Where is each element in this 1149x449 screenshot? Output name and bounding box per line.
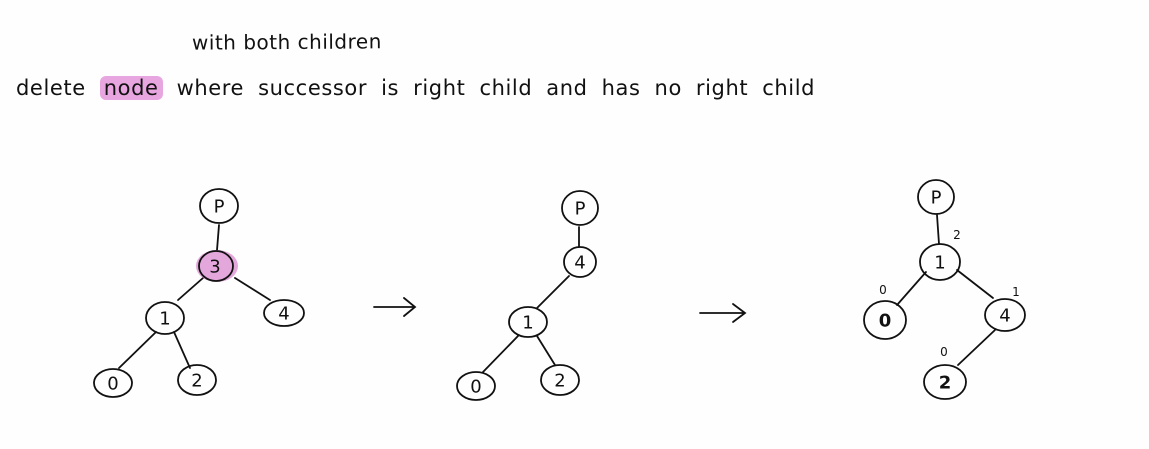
edge-1-4	[956, 269, 994, 299]
word-child: child	[479, 76, 533, 100]
height-label-2: 0	[940, 345, 948, 359]
label-t1-4: 4	[278, 304, 289, 325]
word-delete: delete	[16, 76, 86, 100]
arrow-2	[699, 303, 747, 323]
edge-p-3	[216, 224, 220, 251]
node-2	[923, 364, 967, 400]
word-is: is	[381, 76, 400, 100]
label-t1-1: 1	[159, 309, 170, 330]
node-2	[540, 364, 580, 396]
label-t2-2: 2	[554, 371, 565, 392]
label-t1-p: P	[214, 197, 225, 218]
word-no: no	[654, 76, 682, 100]
label-t2-4: 4	[574, 253, 585, 274]
tree-after-rebalance	[863, 179, 1026, 400]
node-3-highlight	[196, 250, 238, 282]
edge-1-2	[173, 331, 191, 369]
label-t2-0: 0	[470, 377, 481, 398]
label-t1-2: 2	[191, 371, 202, 392]
edge-3-1	[177, 277, 204, 301]
height-label-0: 0	[879, 283, 887, 297]
label-t2-p: P	[575, 199, 586, 220]
node-1	[919, 243, 961, 281]
word-and: and	[546, 76, 588, 100]
word-right: right	[413, 76, 466, 100]
node-0	[93, 368, 133, 398]
word-child-2: child	[762, 76, 816, 100]
label-t3-2: 2	[939, 373, 952, 394]
height-label-4: 1	[1012, 285, 1020, 299]
tree-before	[93, 188, 305, 398]
node-p	[199, 188, 239, 224]
word-node-highlighted: node	[99, 76, 163, 100]
node-0	[863, 300, 907, 340]
node-1	[145, 301, 185, 335]
edge-3-4	[234, 277, 271, 301]
label-t3-4: 4	[999, 306, 1010, 327]
label-t3-p: P	[931, 188, 942, 209]
node-4	[263, 299, 305, 327]
word-has: has	[601, 76, 641, 100]
word-where: where	[176, 76, 245, 100]
edge-p-1	[936, 214, 940, 245]
node-0	[456, 371, 496, 401]
label-t2-1: 1	[522, 313, 533, 334]
node-4	[563, 246, 597, 278]
node-4	[984, 298, 1026, 332]
label-t3-1: 1	[934, 253, 945, 274]
arrow-1	[373, 297, 417, 317]
edge-1-0	[482, 335, 519, 373]
label-t3-0: 0	[879, 311, 892, 332]
node-p	[561, 190, 599, 226]
node-2	[177, 364, 217, 396]
label-t1-3: 3	[209, 257, 220, 278]
edge-1-0	[118, 331, 157, 369]
edge-1-2	[536, 335, 556, 366]
label-t1-0: 0	[107, 374, 118, 395]
word-successor: successor	[258, 76, 368, 100]
edge-4-1	[536, 275, 570, 309]
tree-after-delete	[456, 190, 599, 401]
word-right-2: right	[695, 76, 749, 100]
node-3	[198, 250, 234, 282]
edge-1-0	[896, 271, 927, 306]
node-p	[917, 179, 955, 215]
height-label-1: 2	[953, 228, 961, 242]
node-1	[508, 306, 548, 338]
edge-4-2	[957, 329, 996, 366]
